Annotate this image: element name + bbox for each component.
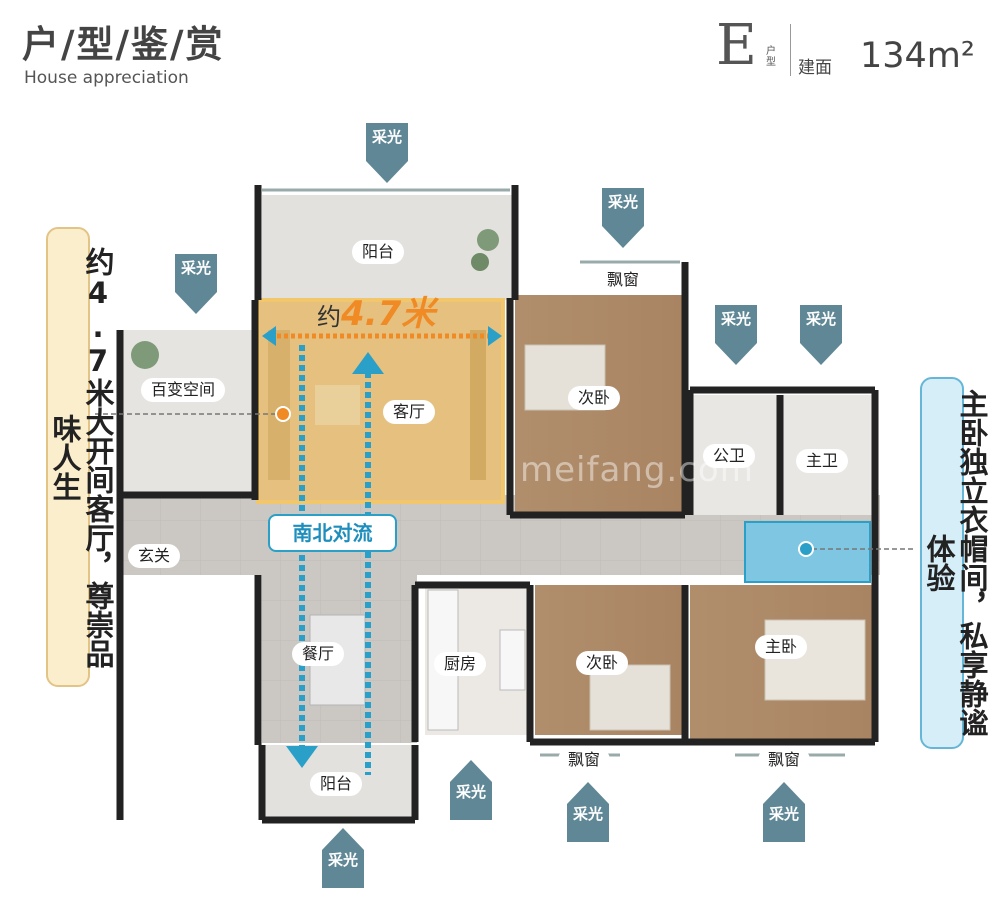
room-label-kitchen: 厨房 (434, 652, 487, 676)
bed-3 (589, 664, 671, 731)
arrow-down-icon (366, 123, 408, 183)
arrow-up-icon (322, 828, 364, 888)
tv-cabinet (470, 330, 486, 480)
left-callout-text: 约4.7米大开间客厅，尊崇品味人生 (48, 246, 115, 668)
sofa (268, 330, 290, 480)
arrow-down-icon (175, 254, 217, 314)
living-width-label: 约4.7米 (317, 286, 435, 335)
daylight-label: 采光 (607, 193, 638, 211)
arrow-up-icon (763, 782, 805, 842)
room-label-public-bath: 公卫 (703, 444, 756, 468)
daylight-label: 采光 (805, 310, 836, 328)
daylight-label: 采光 (327, 851, 358, 869)
bed-master (764, 619, 866, 701)
arrow-down-icon (715, 305, 757, 365)
arrow-up-icon (567, 782, 609, 842)
flow-arrow-up-head (352, 352, 384, 374)
flow-arrow-down-head (286, 746, 318, 768)
right-callout: 主卧独立衣帽间，私享静谧体验 (920, 377, 989, 749)
room-label-dining: 餐厅 (292, 642, 345, 666)
room-label-bedroom-3: 次卧 (576, 651, 629, 675)
unit-type-label: 户型 (766, 46, 776, 68)
watermark: meifang.com (520, 450, 754, 490)
plant (477, 229, 499, 251)
daylight-arrow-icon: 采光 (563, 782, 613, 842)
daylight-arrow-icon: 采光 (598, 188, 648, 248)
kitchen-stove (499, 629, 526, 691)
room-label-bedroom-2: 次卧 (568, 386, 621, 410)
daylight-label: 采光 (768, 805, 799, 823)
room-label-master-bath: 主卫 (796, 449, 849, 473)
walls (116, 185, 879, 824)
left-callout-dot (275, 406, 291, 422)
daylight-arrow-icon: 采光 (318, 828, 368, 888)
room-label-balcony-top: 阳台 (352, 240, 405, 264)
plant (471, 253, 489, 271)
plant (131, 341, 159, 369)
unit-type-letter: E (716, 13, 757, 78)
right-callout-text: 主卧独立衣帽间，私享静谧体验 (922, 389, 989, 737)
coffee-table (315, 385, 360, 425)
header-divider (790, 24, 791, 76)
room-label-bay-window-3: 飘窗 (758, 748, 811, 772)
room-label-flex-space: 百变空间 (141, 378, 226, 402)
room-label-entrance: 玄关 (128, 544, 181, 568)
width-value: 4.7米 (341, 294, 436, 334)
daylight-label: 采光 (572, 805, 603, 823)
arrow-down-icon (800, 305, 842, 365)
daylight-label: 采光 (180, 259, 211, 277)
daylight-arrow-icon: 采光 (759, 782, 809, 842)
width-prefix: 约 (317, 303, 341, 331)
daylight-arrow-icon: 采光 (711, 305, 761, 365)
daylight-label: 采光 (455, 783, 486, 801)
room-label-bay-window-1: 飘窗 (597, 268, 650, 292)
left-callout: 约4.7米大开间客厅，尊崇品味人生 (46, 227, 115, 687)
room-label-bay-window-2: 飘窗 (558, 748, 611, 772)
room-label-living-room: 客厅 (383, 400, 436, 424)
daylight-arrow-icon: 采光 (446, 760, 496, 820)
page-subtitle: House appreciation (24, 68, 189, 88)
right-callout-dot (798, 541, 814, 557)
room-label-balcony-bottom: 阳台 (310, 772, 363, 796)
room-label-master-bedroom: 主卧 (755, 635, 808, 659)
page-title: 户/型/鉴/赏 (22, 23, 225, 66)
daylight-arrow-icon: 采光 (796, 305, 846, 365)
daylight-label: 采光 (371, 128, 402, 146)
width-arrow-left (262, 326, 276, 346)
width-arrow-right (488, 326, 502, 346)
daylight-arrow-icon: 采光 (171, 254, 221, 314)
flow-label: 南北对流 (268, 514, 397, 552)
arrow-up-icon (450, 760, 492, 820)
area-label: 建面 (798, 58, 832, 78)
daylight-label: 采光 (720, 310, 751, 328)
daylight-arrow-icon: 采光 (362, 123, 412, 183)
area-value: 134m² (860, 36, 975, 76)
arrow-down-icon (602, 188, 644, 248)
